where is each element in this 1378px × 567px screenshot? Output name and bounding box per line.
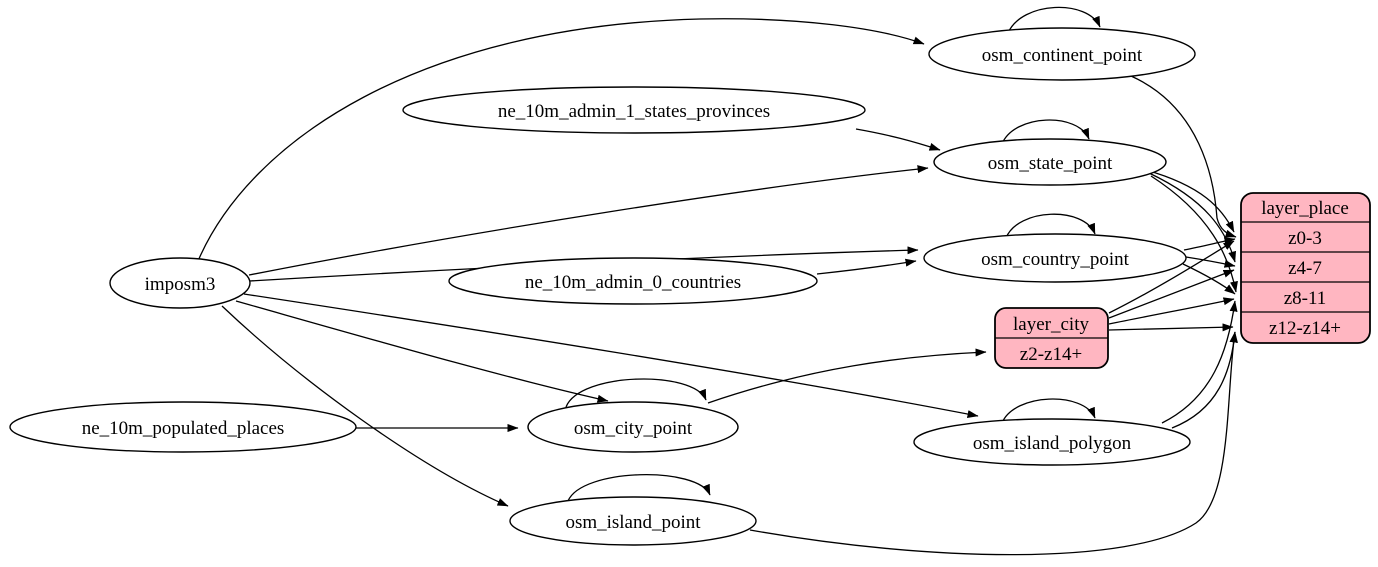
edge-layer-city-to-layer-place-z4-7 bbox=[1108, 269, 1235, 319]
edge-imposm3-to-osm-continent-point bbox=[197, 18, 925, 262]
node-imposm3-shape bbox=[109, 257, 251, 309]
node-osm-continent-point-label: osm_continent_point bbox=[982, 45, 1143, 66]
node-layer-place-title: layer_place bbox=[1261, 198, 1349, 219]
node-imposm3: imposm3 bbox=[109, 257, 251, 309]
node-osm-island-point-label: osm_island_point bbox=[565, 512, 701, 533]
node-layer-city-title: layer_city bbox=[1013, 314, 1089, 335]
node-osm-island-point: osm_island_point bbox=[509, 496, 757, 546]
edge-imposm3-to-osm-city-point bbox=[235, 300, 609, 403]
node-osm-city-point-shape bbox=[527, 401, 739, 453]
edge-layer-city-to-layer-place-z8-11 bbox=[1108, 297, 1235, 325]
node-osm-city-point-label: osm_city_point bbox=[574, 418, 693, 439]
edge-osm-state-point-to-layer-place-z0-3 bbox=[1145, 169, 1235, 233]
edge-layer-city-to-layer-place-z12-z14 bbox=[1108, 323, 1234, 332]
edge-selfloop-osm-continent-point bbox=[1007, 6, 1101, 34]
edge-selfloop-osm-city-point bbox=[565, 378, 707, 408]
node-osm-island-polygon-label: osm_island_polygon bbox=[973, 433, 1132, 454]
edge-imposm3-to-osm-island-point bbox=[221, 305, 509, 507]
edge-imposm3-to-osm-island-polygon bbox=[243, 293, 979, 418]
edge-layer bbox=[197, 6, 1238, 556]
node-ne-10m-admin-0-countries-shape bbox=[448, 257, 818, 305]
node-layer-place: layer_place z0-3 z4-7 z8-11 z12-z14+ bbox=[1240, 192, 1371, 344]
edge-selfloop-osm-island-point bbox=[567, 474, 711, 502]
node-ne-10m-populated-places-shape bbox=[9, 401, 357, 453]
node-layer-place-shape bbox=[1240, 192, 1371, 344]
node-layer-place-row-z12-z14: z12-z14+ bbox=[1269, 318, 1341, 339]
edge-imposm3-to-osm-state-point bbox=[248, 165, 929, 276]
edge-osm-island-polygon-to-layer-place-z8-11 bbox=[1161, 300, 1238, 424]
node-osm-island-polygon-shape bbox=[913, 418, 1191, 466]
node-layer-city: layer_city z2-z14+ bbox=[994, 307, 1109, 369]
edge-selfloop-osm-island-polygon bbox=[1001, 398, 1096, 424]
node-layer-place-row-z0-3: z0-3 bbox=[1288, 228, 1322, 249]
node-osm-state-point-shape bbox=[933, 138, 1167, 186]
node-osm-state-point: osm_state_point bbox=[933, 138, 1167, 186]
node-imposm3-label: imposm3 bbox=[145, 274, 216, 295]
node-ne-10m-admin-0-countries: ne_10m_admin_0_countries bbox=[448, 257, 818, 305]
edge-selfloop-osm-state-point bbox=[1001, 119, 1090, 145]
edge-osm-island-point-to-layer-place-z12-z14 bbox=[749, 331, 1238, 556]
edge-osm-state-point-to-layer-place-z8-11 bbox=[1150, 175, 1238, 293]
node-osm-state-point-label: osm_state_point bbox=[988, 153, 1113, 174]
node-osm-continent-point-shape bbox=[928, 27, 1196, 81]
node-osm-city-point: osm_city_point bbox=[527, 401, 739, 453]
node-osm-island-point-shape bbox=[509, 496, 757, 546]
node-ne-10m-admin-1-states-provinces: ne_10m_admin_1_states_provinces bbox=[402, 86, 866, 134]
node-osm-island-polygon: osm_island_polygon bbox=[913, 418, 1191, 466]
node-ne-10m-admin-0-countries-label: ne_10m_admin_0_countries bbox=[525, 272, 741, 293]
node-ne-10m-populated-places: ne_10m_populated_places bbox=[9, 401, 357, 453]
edge-ne-10m-admin-1-states-provinces-to-osm-state-point bbox=[855, 128, 941, 151]
node-ne-10m-admin-1-states-provinces-label: ne_10m_admin_1_states_provinces bbox=[498, 101, 770, 122]
edge-osm-country-point-to-layer-place-z0-3 bbox=[1183, 237, 1236, 251]
node-ne-10m-populated-places-label: ne_10m_populated_places bbox=[82, 418, 285, 439]
edge-osm-country-point-to-layer-place-z4-7 bbox=[1185, 256, 1236, 268]
edge-layer-city-to-layer-place-z0-3 bbox=[1108, 240, 1235, 314]
node-layer-city-row-z2-z14: z2-z14+ bbox=[1020, 344, 1082, 365]
node-osm-country-point-shape bbox=[923, 233, 1187, 283]
node-ne-10m-admin-1-states-provinces-shape bbox=[402, 86, 866, 134]
node-osm-country-point-label: osm_country_point bbox=[981, 249, 1129, 270]
edge-osm-city-point-to-layer-city-z2-z14 bbox=[707, 348, 987, 404]
edge-selfloop-osm-country-point bbox=[1005, 213, 1096, 239]
edge-ne-10m-admin-0-countries-to-osm-country-point bbox=[816, 258, 917, 275]
node-osm-continent-point: osm_continent_point bbox=[928, 27, 1196, 81]
node-layer-place-row-z8-11: z8-11 bbox=[1284, 288, 1327, 309]
edge-osm-state-point-to-layer-place-z4-7 bbox=[1148, 172, 1237, 263]
node-osm-country-point: osm_country_point bbox=[923, 233, 1187, 283]
node-layer-place-row-z4-7: z4-7 bbox=[1288, 258, 1322, 279]
